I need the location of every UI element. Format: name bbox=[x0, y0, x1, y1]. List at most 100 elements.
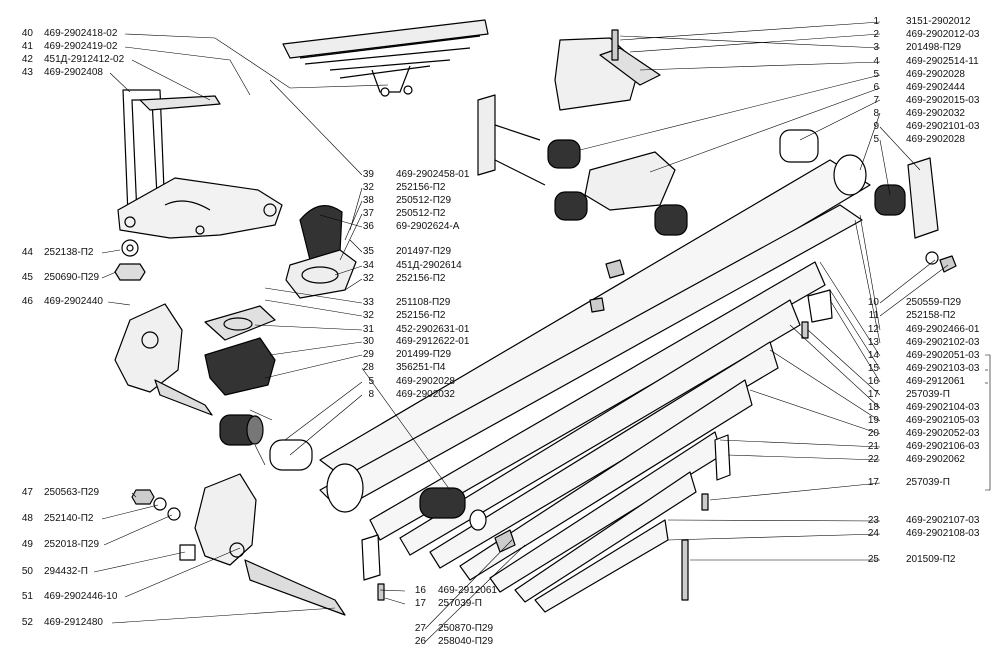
clip-lower bbox=[714, 434, 731, 481]
callout-code: 201497-П29 bbox=[396, 246, 452, 257]
callout-number: 31 bbox=[362, 324, 374, 335]
callout-code: 469-2902458-01 bbox=[396, 169, 470, 180]
callout-code: 469-2902015-03 bbox=[906, 95, 980, 106]
callout-number: 21 bbox=[867, 441, 879, 452]
callout-code: 452-2902631-01 bbox=[396, 324, 470, 335]
callout-code: 469-2902466-01 bbox=[906, 324, 980, 335]
callout-number: 7 bbox=[873, 95, 879, 106]
callout-number: 1 bbox=[873, 16, 879, 27]
callout-code: 469-2902012-03 bbox=[906, 29, 980, 40]
callout-number: 32 bbox=[362, 182, 374, 193]
callout-number: 29 bbox=[362, 349, 374, 360]
leaf-spring-stack bbox=[319, 154, 871, 613]
callout-number: 5 bbox=[873, 69, 879, 80]
callout-code: 469-2902051-03 bbox=[906, 350, 980, 361]
callout-number: 12 bbox=[867, 324, 879, 335]
callout-code: 469-2902440 bbox=[44, 296, 103, 307]
callout-code: 451Д-2912412-02 bbox=[44, 54, 125, 65]
callout-code: 252140-П2 bbox=[44, 513, 94, 524]
callout-number: 18 bbox=[867, 402, 879, 413]
callout-code: 69-2902624-А bbox=[396, 221, 460, 232]
callout-code: 252156-П2 bbox=[396, 182, 446, 193]
callout-code: 469-2902032 bbox=[906, 108, 965, 119]
callout-code: 469-2902101-03 bbox=[906, 121, 980, 132]
clip-upper bbox=[807, 289, 833, 323]
callout-number: 5 bbox=[873, 134, 879, 145]
callout-code: 258040-П29 bbox=[438, 636, 494, 647]
callout-code: 469-2902062 bbox=[906, 454, 965, 465]
callout-number: 17 bbox=[414, 598, 426, 609]
callout-number: 17 bbox=[867, 389, 879, 400]
callout-code: 201509-П2 bbox=[906, 554, 956, 565]
callout-code: 469-2902108-03 bbox=[906, 528, 980, 539]
callout-code: 469-2902107-03 bbox=[906, 515, 980, 526]
washer-44 bbox=[121, 239, 139, 257]
callout-number: 34 bbox=[362, 260, 374, 271]
callout-number: 16 bbox=[414, 585, 426, 596]
shackle-assembly-bottom bbox=[179, 473, 346, 616]
callout-number: 17 bbox=[867, 477, 879, 488]
clip-left bbox=[361, 534, 381, 581]
callout-code: 469-2902419-02 bbox=[44, 41, 118, 52]
callout-number: 9 bbox=[873, 121, 879, 132]
callout-number: 49 bbox=[21, 539, 33, 550]
callout-number: 36 bbox=[362, 221, 374, 232]
callout-code: 469-2902028 bbox=[396, 376, 455, 387]
callout-number: 25 bbox=[867, 554, 879, 565]
callout-number: 16 bbox=[867, 376, 879, 387]
callout-number: 28 bbox=[362, 362, 374, 373]
center-bolt-25 bbox=[681, 539, 689, 601]
callout-code: 201499-П29 bbox=[396, 349, 452, 360]
callout-code: 250512-П2 bbox=[396, 208, 446, 219]
callout-number: 48 bbox=[21, 513, 33, 524]
callout-code: 469-2902028 bbox=[906, 134, 965, 145]
callout-code: 252158-П2 bbox=[906, 310, 956, 321]
callout-number: 10 bbox=[867, 297, 879, 308]
callout-number: 46 bbox=[21, 296, 33, 307]
callout-number: 15 bbox=[867, 363, 879, 374]
callout-number: 22 bbox=[867, 454, 879, 465]
front-bracket-assembly bbox=[117, 89, 283, 239]
callout-code: 469-2912622-01 bbox=[396, 336, 470, 347]
callout-number: 45 bbox=[21, 272, 33, 283]
callout-code: 294432-П bbox=[44, 566, 88, 577]
callout-number: 33 bbox=[362, 297, 374, 308]
callout-number: 8 bbox=[368, 389, 374, 400]
rebound-pad-assembly bbox=[204, 205, 357, 396]
leader-lines bbox=[93, 21, 949, 643]
callout-code: 469-2902032 bbox=[396, 389, 455, 400]
callout-number: 6 bbox=[873, 82, 879, 93]
callout-code: 469-2902106-03 bbox=[906, 441, 980, 452]
callout-code: 257039-П bbox=[906, 389, 950, 400]
spring-hanger-46 bbox=[114, 303, 213, 416]
callout-number: 19 bbox=[867, 415, 879, 426]
callout-code: 252156-П2 bbox=[396, 310, 446, 321]
callout-code: 451Д-2902614 bbox=[396, 260, 462, 271]
callout-code: 469-2902418-02 bbox=[44, 28, 118, 39]
callout-code: 3151-2902012 bbox=[906, 16, 971, 27]
callout-number: 37 bbox=[362, 208, 374, 219]
callout-code: 469-2902514-11 bbox=[906, 56, 979, 67]
callout-code: 469-2912480 bbox=[44, 617, 103, 628]
overview-spring-sketch bbox=[282, 19, 489, 97]
callout-number: 47 bbox=[21, 487, 33, 498]
callout-code: 356251-П4 bbox=[396, 362, 446, 373]
callout-number: 23 bbox=[867, 515, 879, 526]
callout-code: 469-2902102-03 bbox=[906, 337, 980, 348]
callout-number: 24 bbox=[867, 528, 879, 539]
callout-code: 469-2902052-03 bbox=[906, 428, 980, 439]
callout-code: 469-2902103-03 bbox=[906, 363, 980, 374]
nut-45 bbox=[114, 263, 146, 281]
callout-number: 3 bbox=[873, 42, 879, 53]
callout-number: 52 bbox=[21, 617, 33, 628]
rear-bracket-assembly bbox=[477, 29, 939, 239]
callout-number: 32 bbox=[362, 310, 374, 321]
callout-number: 35 bbox=[362, 246, 374, 257]
callout-code: 252018-П29 bbox=[44, 539, 100, 550]
callout-code: 469-2902444 bbox=[906, 82, 965, 93]
callout-code: 250512-П29 bbox=[396, 195, 452, 206]
callout-code: 250563-П29 bbox=[44, 487, 100, 498]
callout-number: 27 bbox=[414, 623, 426, 634]
callout-number: 43 bbox=[21, 67, 33, 78]
